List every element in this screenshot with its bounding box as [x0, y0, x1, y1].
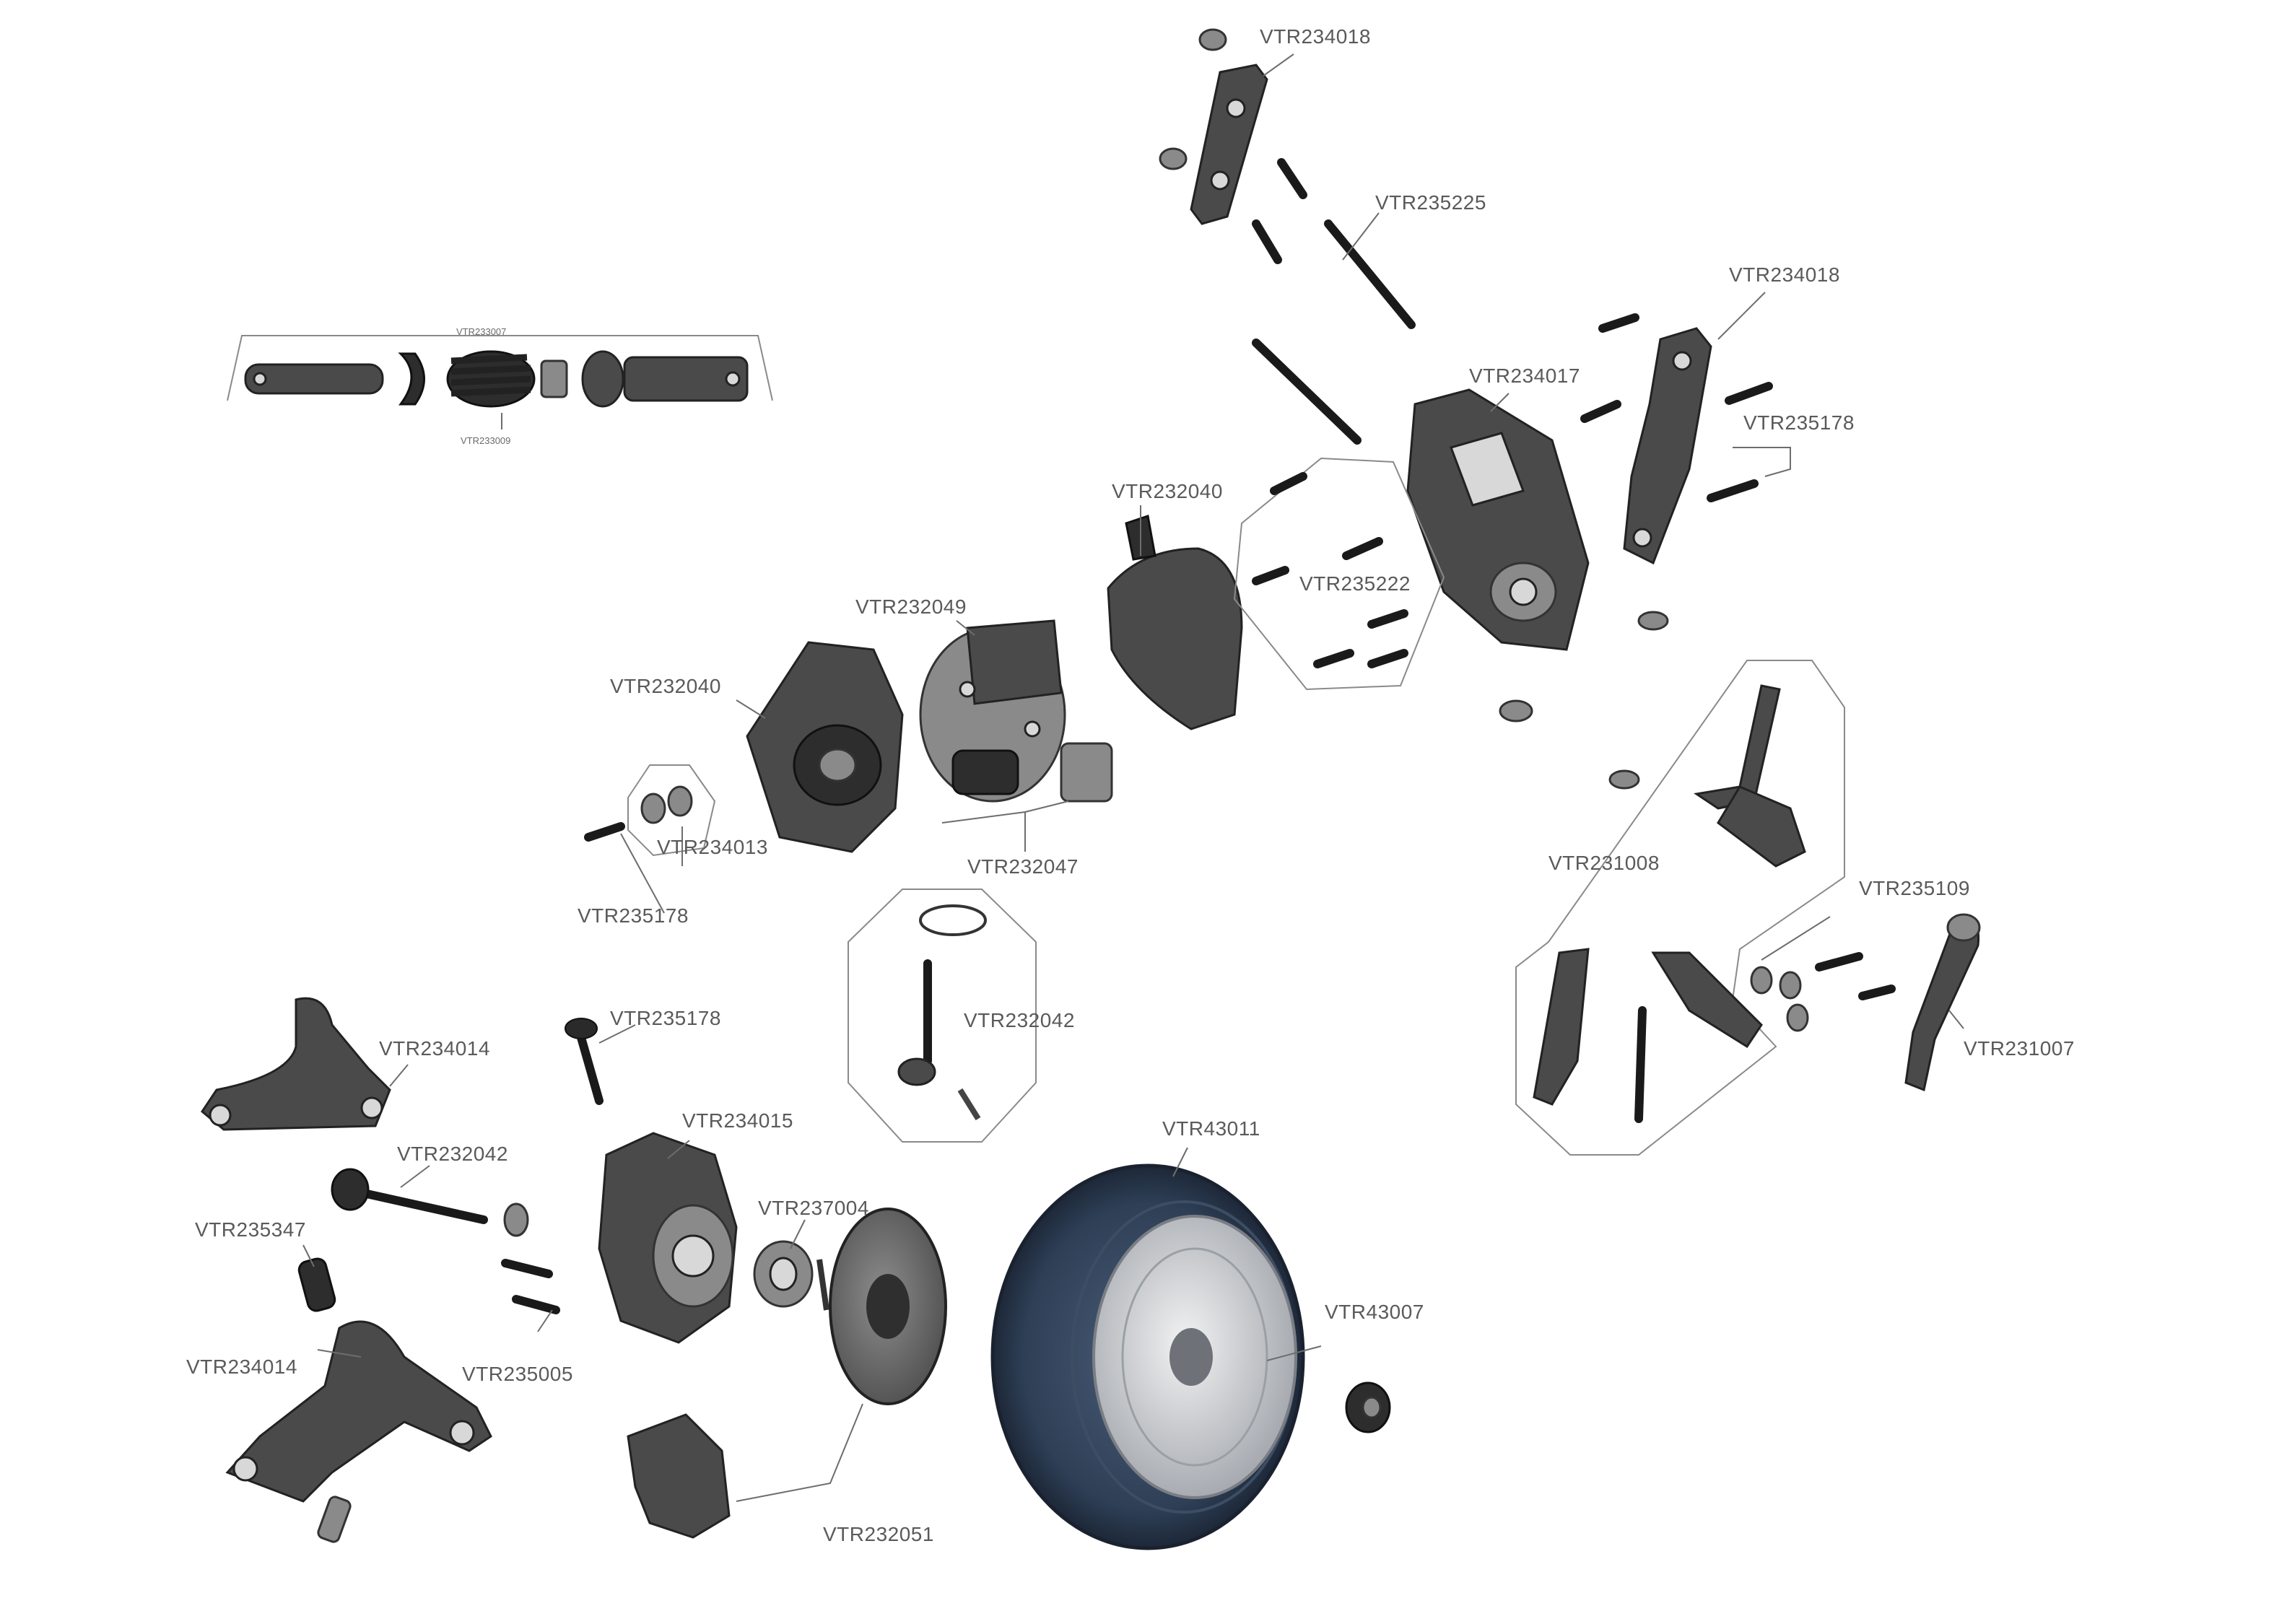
label-vtr237004: VTR237004: [758, 1197, 869, 1219]
shock-spring: [446, 350, 536, 408]
label-vtr235178-right: VTR235178: [1743, 411, 1855, 434]
shock-assembly: [227, 335, 773, 408]
hinge-pin-232042: [331, 1168, 529, 1237]
hub-carrier-234015: [598, 1132, 738, 1344]
screws-right: [1580, 313, 1773, 502]
brake-caliper: [627, 1413, 731, 1539]
gearbox-half: [746, 641, 904, 853]
screws-top: [1252, 158, 1416, 445]
label-vtr235178-mid: VTR235178: [610, 1007, 721, 1029]
label-vtr234018-right: VTR234018: [1729, 263, 1840, 286]
spacer-235347: [297, 1257, 336, 1312]
screw-235178-mid: [565, 1018, 604, 1105]
label-vtr235347: VTR235347: [195, 1218, 306, 1241]
leader-lines: [302, 53, 1964, 1502]
label-vtr231008: VTR231008: [1548, 852, 1660, 874]
driveshaft-pack: [848, 889, 1037, 1143]
brake-disc: [829, 1208, 947, 1405]
screw-pack-235222: [1233, 457, 1445, 691]
label-vtr232042-left: VTR232042: [397, 1143, 508, 1165]
label-vtr235178-left: VTR235178: [578, 904, 689, 927]
top-bracket-plate: [1159, 28, 1268, 225]
label-vtr234014-bottom: VTR234014: [186, 1355, 297, 1378]
upper-wishbone: [201, 997, 391, 1131]
label-vtr232049: VTR232049: [855, 595, 967, 618]
label-vtr234015: VTR234015: [682, 1109, 793, 1132]
label-vtr43011: VTR43011: [1162, 1117, 1260, 1140]
wheel-nut: [1345, 1381, 1391, 1433]
right-bracket-plate: [1623, 327, 1712, 565]
label-vtr231007: VTR231007: [1964, 1037, 2075, 1060]
suspension-arm-pack: [1499, 611, 1845, 1156]
label-vtr233009: VTR233009: [461, 435, 510, 446]
label-vtr234013: VTR234013: [657, 836, 768, 858]
label-vtr232040-top: VTR232040: [1112, 480, 1223, 502]
screws-235005: [501, 1259, 560, 1314]
diff-gear: [919, 619, 1113, 803]
screw-235178-left: [584, 822, 625, 842]
part-labels: VTR234018 VTR235225 VTR234018 VTR234017 …: [186, 25, 2075, 1545]
label-vtr232047: VTR232047: [967, 855, 1079, 878]
wheel-bearing: [753, 1240, 829, 1311]
label-vtr235109: VTR235109: [1859, 877, 1970, 899]
screws-235109: [1750, 952, 1896, 1032]
label-vtr234018-top: VTR234018: [1260, 25, 1371, 48]
lower-wishbone: [225, 1320, 492, 1543]
label-vtr234017: VTR234017: [1469, 364, 1580, 387]
label-vtr232042-mid: VTR232042: [964, 1009, 1075, 1031]
label-vtr234014-top: VTR234014: [379, 1037, 490, 1060]
gearbox-bulkhead: [1406, 388, 1590, 651]
diff-cover: [1107, 515, 1243, 730]
label-vtr235225: VTR235225: [1375, 191, 1486, 214]
label-vtr233007: VTR233007: [456, 326, 506, 337]
label-vtr235005: VTR235005: [462, 1363, 573, 1385]
steering-link-231007: [1904, 913, 1981, 1092]
label-vtr232051: VTR232051: [823, 1523, 934, 1545]
label-vtr232040-left: VTR232040: [610, 675, 721, 697]
label-vtr43007: VTR43007: [1325, 1301, 1424, 1323]
wheel-rim: [1092, 1215, 1297, 1499]
bearing-pack-234013: [627, 764, 716, 857]
label-vtr235222: VTR235222: [1299, 572, 1411, 595]
